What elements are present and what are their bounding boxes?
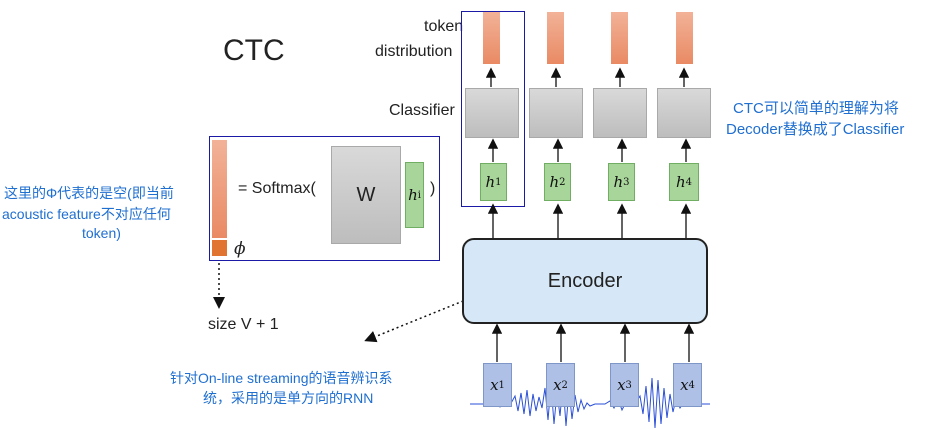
classifier-box-2	[529, 88, 583, 138]
token-bar-2	[547, 12, 564, 64]
ctc-note-line1: CTC可以简单的理解为将	[733, 100, 899, 117]
classifier-box-4	[657, 88, 711, 138]
hidden-state-3-base: h	[613, 173, 624, 191]
token-distribution-label-line1: token	[424, 18, 464, 35]
input-frame-4-base: x	[680, 376, 689, 394]
input-frame-1-sup: 1	[498, 379, 505, 391]
ctc-note-line2: Decoder替换成了Classifier	[726, 121, 905, 138]
softmax-output-vector	[212, 140, 227, 238]
input-frame-2-sup: 2	[561, 379, 568, 391]
input-frame-2-base: x	[553, 376, 562, 394]
phi-note-line2: acoustic feature不对应任何	[2, 206, 171, 222]
encoder-label: Encoder	[547, 269, 623, 292]
hidden-state-3-sup: 3	[623, 176, 630, 188]
encoder-block: Encoder	[462, 238, 708, 324]
hidden-state-i-base: h	[408, 186, 418, 204]
softmax-label: = Softmax(	[238, 180, 316, 197]
input-frame-4-sup: 4	[688, 379, 695, 391]
phi-symbol: ϕ	[234, 239, 246, 259]
softmax-close-paren: )	[430, 180, 436, 197]
token-bar-1	[483, 12, 500, 64]
phi-note-line1: 这里的Φ代表的是空(即当前	[4, 185, 174, 201]
hidden-state-2-sup: 2	[559, 176, 566, 188]
softmax-detail-frame	[209, 136, 440, 261]
waveform-graphic	[470, 377, 710, 429]
token-bar-4	[676, 12, 693, 64]
streaming-note-line1: 针对On-line streaming的语音辨识系	[170, 370, 393, 386]
page-title: CTC	[223, 34, 285, 67]
classifier-box-3	[593, 88, 647, 138]
phi-note-line3: token)	[82, 225, 121, 241]
weight-matrix: W	[331, 146, 401, 244]
classifier-label: Classifier	[389, 102, 455, 119]
hidden-state-2-base: h	[549, 173, 560, 191]
input-frame-1-base: x	[490, 376, 499, 394]
token-bar-3	[611, 12, 628, 64]
hidden-state-1-sup: 1	[495, 176, 502, 188]
input-frame-3-base: x	[617, 376, 626, 394]
hidden-state-1-base: h	[485, 173, 496, 191]
classifier-box-1	[465, 88, 519, 138]
input-frame-3-sup: 3	[625, 379, 632, 391]
streaming-note-line2: 统，采用的是单方向的RNN	[203, 390, 374, 406]
blank-token-cell	[212, 240, 227, 256]
weight-label: W	[356, 183, 376, 206]
column-arrows	[485, 67, 695, 362]
size-label: size V + 1	[208, 316, 279, 333]
hidden-state-4-base: h	[675, 173, 686, 191]
token-distribution-label-line2: distribution	[375, 43, 453, 60]
hidden-state-i-sup: i	[417, 189, 421, 201]
hidden-state-4-sup: 4	[685, 176, 693, 188]
